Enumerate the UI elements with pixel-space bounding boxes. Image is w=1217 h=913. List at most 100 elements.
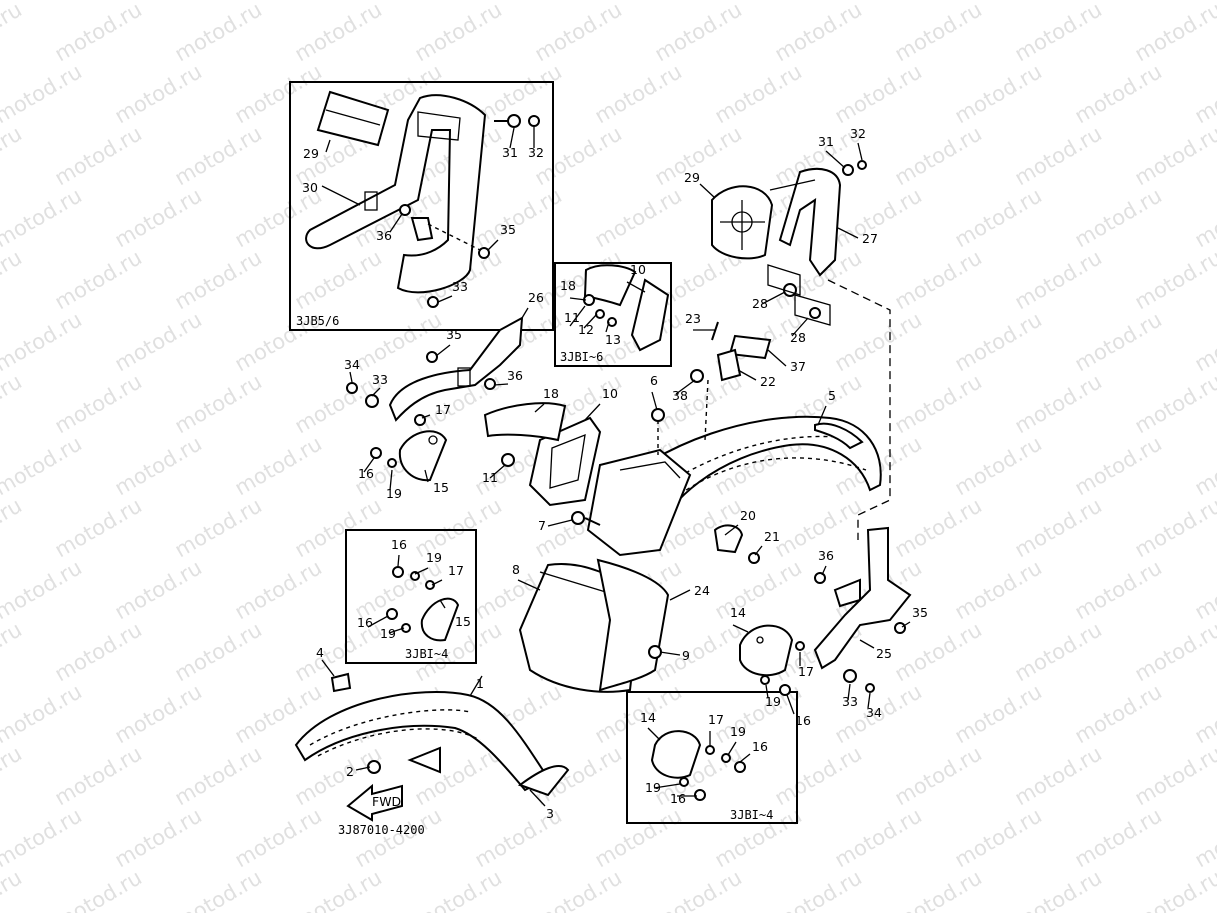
watermark-text: motod.ru xyxy=(0,245,26,314)
watermark-text: motod.ru xyxy=(171,617,266,686)
watermark-text: motod.ru xyxy=(0,617,26,686)
leader-line xyxy=(435,344,451,357)
leader-line xyxy=(754,545,763,556)
leader-line xyxy=(389,213,403,233)
callout-30: 30 xyxy=(302,180,318,195)
watermark-text: motod.ru xyxy=(111,679,206,748)
backrest-pad-29-small xyxy=(316,90,390,147)
callout-16: 16 xyxy=(670,791,686,806)
leader-line xyxy=(786,694,795,715)
callout-34: 34 xyxy=(344,357,360,372)
watermark-text: motod.ru xyxy=(951,307,1046,376)
watermark-text: motod.ru xyxy=(771,0,866,66)
watermark-text: motod.ru xyxy=(891,493,986,562)
callout-38: 38 xyxy=(672,388,688,403)
leader-line xyxy=(583,313,598,329)
light-bracket-10-small xyxy=(630,278,670,352)
callout-19: 19 xyxy=(426,550,442,565)
bolt-16-right xyxy=(779,684,791,696)
leader-line xyxy=(437,295,453,303)
cover-14 xyxy=(739,624,794,677)
watermark-text: motod.ru xyxy=(1071,431,1166,500)
leader-line xyxy=(487,239,499,251)
washer-19-right xyxy=(760,675,770,685)
watermark-text: motod.ru xyxy=(951,183,1046,252)
callout-2: 2 xyxy=(346,764,354,779)
watermark-text: motod.ru xyxy=(0,493,26,562)
callout-8: 8 xyxy=(512,562,520,577)
watermark-text: motod.ru xyxy=(0,59,86,128)
nut-34-left xyxy=(346,382,358,394)
callout-20: 20 xyxy=(740,508,756,523)
callout-34: 34 xyxy=(866,705,882,720)
watermark-text: motod.ru xyxy=(351,307,446,376)
watermark-text: motod.ru xyxy=(1071,59,1166,128)
leader-line xyxy=(857,142,863,161)
leader-line xyxy=(669,589,691,601)
callout-17: 17 xyxy=(448,563,464,578)
bolt-35-mid xyxy=(426,351,438,363)
watermark-text: motod.ru xyxy=(1191,59,1217,128)
watermark-text: motod.ru xyxy=(51,245,146,314)
watermark-text: motod.ru xyxy=(0,865,26,913)
caption-right-box: 3JBI~4 xyxy=(730,808,773,822)
watermark-text: motod.ru xyxy=(1011,865,1106,913)
watermark-text: motod.ru xyxy=(891,121,986,190)
watermark-text: motod.ru xyxy=(1191,0,1217,4)
callout-13: 13 xyxy=(605,332,621,347)
watermark-text: motod.ru xyxy=(231,59,326,128)
leader-line xyxy=(605,321,610,333)
bolt-16-box-lower xyxy=(386,608,398,620)
leader-line xyxy=(653,783,681,789)
watermark-text: motod.ru xyxy=(651,865,746,913)
leader-line xyxy=(659,651,681,656)
callout-9: 9 xyxy=(682,648,690,663)
watermark-text: motod.ru xyxy=(1011,493,1106,562)
callout-18: 18 xyxy=(560,278,576,293)
bolt-36-mid xyxy=(484,378,496,390)
watermark-text: motod.ru xyxy=(951,431,1046,500)
bolt-33-small xyxy=(427,296,439,308)
watermark-text: motod.ru xyxy=(831,803,926,872)
callout-19: 19 xyxy=(645,780,661,795)
washer-19-box-right xyxy=(721,753,731,763)
washer-13 xyxy=(607,317,617,327)
callout-36: 36 xyxy=(376,228,392,243)
callout-7: 7 xyxy=(538,518,546,533)
watermark-text: motod.ru xyxy=(51,865,146,913)
watermark-text: motod.ru xyxy=(831,183,926,252)
watermark-text: motod.ru xyxy=(231,803,326,872)
collar-17-box-right xyxy=(705,745,715,755)
leader-line xyxy=(584,403,601,421)
leader-line xyxy=(414,567,429,575)
leader-line xyxy=(521,307,529,319)
watermark-text: motod.ru xyxy=(591,803,686,872)
bolt-33-left xyxy=(365,394,379,408)
watermark-text: motod.ru xyxy=(51,369,146,438)
leader-lines xyxy=(321,127,911,807)
watermark-text: motod.ru xyxy=(0,0,26,66)
leader-line xyxy=(493,383,509,386)
leader-line xyxy=(699,183,716,199)
diagram-code: 3J87010-4200 xyxy=(338,823,425,837)
callout-36: 36 xyxy=(507,368,523,383)
washer-19-box xyxy=(410,571,420,581)
watermark-text: motod.ru xyxy=(171,741,266,810)
bracket-22 xyxy=(716,348,742,382)
leader-line xyxy=(765,684,769,699)
watermark-text: motod.ru xyxy=(1011,245,1106,314)
watermark-text: motod.ru xyxy=(111,59,206,128)
leader-line xyxy=(397,554,400,567)
bolt-9 xyxy=(648,645,662,659)
watermark-text: motod.ru xyxy=(231,555,326,624)
nut-38 xyxy=(690,369,704,383)
callout-37: 37 xyxy=(790,359,806,374)
watermark-text: motod.ru xyxy=(291,865,386,913)
leader-line xyxy=(761,291,786,305)
watermark-text: motod.ru xyxy=(111,183,206,252)
watermark-text: motod.ru xyxy=(171,865,266,913)
callout-18: 18 xyxy=(543,386,559,401)
callout-19: 19 xyxy=(380,626,396,641)
